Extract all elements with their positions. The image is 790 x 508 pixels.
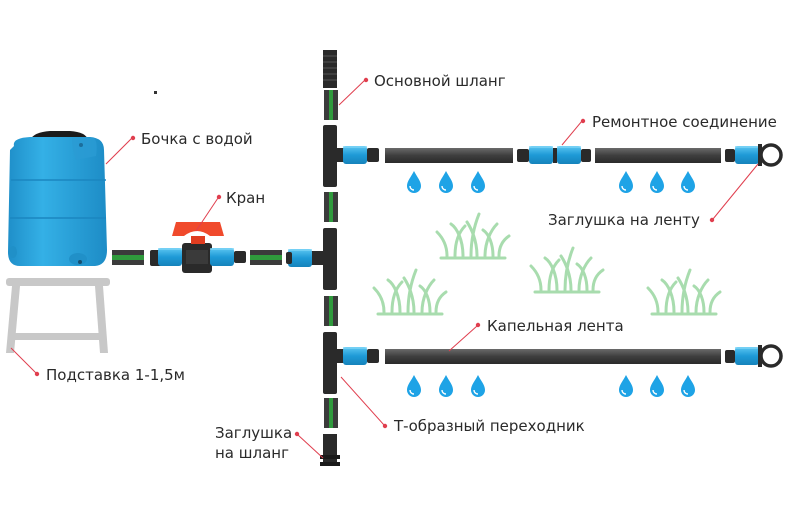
drop-icon: [618, 170, 634, 194]
grass-icon: [646, 268, 722, 316]
label-repair-connector: Ремонтное соединение: [592, 113, 777, 131]
drop-icon: [649, 170, 665, 194]
drop-icon: [618, 374, 634, 398]
grass-icon: [529, 246, 605, 294]
water-drops-top: [406, 170, 696, 194]
grass-icon: [435, 212, 511, 260]
label-hose-plug-line1: Заглушка: [215, 424, 292, 442]
label-tape-plug: Заглушка на ленту: [548, 211, 700, 229]
drop-icon: [680, 374, 696, 398]
stand-icon: [6, 278, 110, 353]
tee-icon: [286, 228, 337, 290]
valve-icon: [150, 222, 246, 273]
coupling-icon: [517, 146, 591, 164]
drop-icon: [470, 170, 486, 194]
valve-handle: [172, 222, 224, 236]
tee-icon: [323, 332, 379, 394]
label-barrel: Бочка с водой: [141, 130, 253, 148]
drip-tape-bottom: [385, 344, 783, 368]
tape-plug-icon: [725, 344, 783, 368]
tee-icon: [323, 125, 379, 187]
label-valve: Кран: [226, 189, 265, 207]
drip-tape-top: [385, 143, 783, 167]
main-hose-horizontal: [112, 250, 282, 265]
label-t-adapter: Т-образный переходник: [393, 417, 585, 435]
drop-icon: [680, 170, 696, 194]
label-drip-tape: Капельная лента: [487, 317, 624, 335]
artifact-dot: [154, 91, 157, 94]
grass-icon: [372, 268, 448, 316]
drop-icon: [406, 374, 422, 398]
hose-plug-icon: [320, 434, 340, 466]
label-main-hose: Основной шланг: [374, 72, 506, 90]
water-barrel: [8, 131, 107, 266]
callouts: [10, 77, 759, 459]
drop-icon: [438, 374, 454, 398]
label-hose-plug-line2: на шланг: [215, 444, 289, 462]
tape-plug-icon: [725, 143, 783, 167]
water-drops-bottom: [406, 374, 696, 398]
drop-icon: [649, 374, 665, 398]
label-stand: Подставка 1-1,5м: [46, 366, 185, 384]
main-hose-vertical: [323, 50, 338, 428]
tank-icon: [8, 137, 107, 266]
drop-icon: [470, 374, 486, 398]
drop-icon: [438, 170, 454, 194]
drop-icon: [406, 170, 422, 194]
